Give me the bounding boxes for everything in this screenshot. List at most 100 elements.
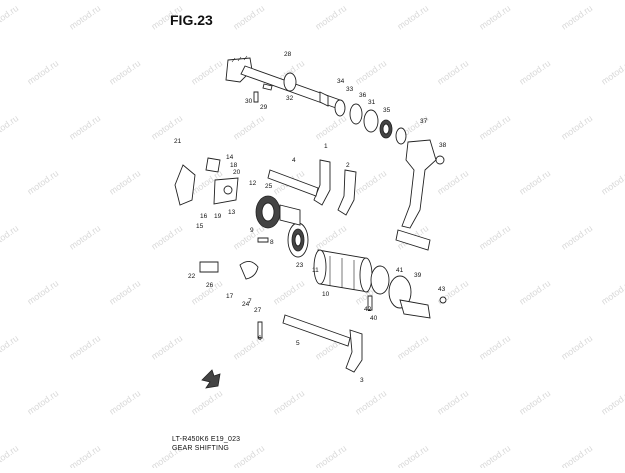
callout-33: 33 bbox=[346, 86, 354, 93]
watermark-text: motod.ru bbox=[477, 223, 512, 252]
watermark-text: motod.ru bbox=[477, 443, 512, 468]
watermark-text: motod.ru bbox=[149, 333, 184, 362]
watermark-text: motod.ru bbox=[107, 168, 142, 197]
callout-25: 25 bbox=[265, 183, 273, 190]
gearshift-cam-drum bbox=[313, 249, 373, 293]
callout-13: 13 bbox=[228, 209, 236, 216]
callout-26: 26 bbox=[206, 282, 214, 289]
callout-24: 24 bbox=[242, 301, 250, 308]
watermark-text: motod.ru bbox=[559, 3, 594, 32]
callout-22: 22 bbox=[188, 273, 196, 280]
watermark-text: motod.ru bbox=[107, 278, 142, 307]
callout-34: 34 bbox=[337, 78, 345, 85]
watermark-text: motod.ru bbox=[25, 58, 60, 87]
watermark-text: motod.ru bbox=[0, 3, 20, 32]
watermark-text: motod.ru bbox=[231, 113, 266, 142]
diagram-caption: GEAR SHIFTING bbox=[172, 445, 230, 452]
watermark-text: motod.ru bbox=[231, 3, 266, 32]
callout-29: 29 bbox=[260, 104, 268, 111]
watermark-text: motod.ru bbox=[599, 168, 625, 197]
callout-23: 23 bbox=[296, 262, 304, 269]
cam-drum-bearing bbox=[287, 222, 309, 258]
callout-35: 35 bbox=[383, 107, 391, 114]
watermark-text: motod.ru bbox=[67, 113, 102, 142]
watermark-text: motod.ru bbox=[395, 443, 430, 468]
callout-number-layer: 1234567891011121314151617181920212223242… bbox=[174, 51, 447, 384]
watermark-text: motod.ru bbox=[271, 278, 306, 307]
watermark-text: motod.ru bbox=[271, 388, 306, 417]
watermark-text: motod.ru bbox=[25, 168, 60, 197]
callout-21: 21 bbox=[174, 138, 182, 145]
callout-6: 6 bbox=[258, 335, 262, 342]
callout-10: 10 bbox=[322, 291, 330, 298]
watermark-text: motod.ru bbox=[67, 3, 102, 32]
callout-36: 36 bbox=[359, 92, 367, 99]
shift-forks bbox=[313, 159, 363, 373]
figure-title: FIG.23 bbox=[170, 12, 213, 28]
watermark-text: motod.ru bbox=[25, 278, 60, 307]
callout-16: 16 bbox=[200, 213, 208, 220]
watermark-text: motod.ru bbox=[353, 168, 388, 197]
watermark-text: motod.ru bbox=[435, 388, 470, 417]
watermark-text: motod.ru bbox=[353, 58, 388, 87]
pins-and-bolts bbox=[253, 83, 373, 339]
watermark-text: motod.ru bbox=[149, 223, 184, 252]
callout-15: 15 bbox=[196, 223, 204, 230]
cam-driven-gear bbox=[255, 195, 301, 229]
watermark-text: motod.ru bbox=[0, 333, 20, 362]
watermark-text: motod.ru bbox=[517, 388, 552, 417]
callout-4: 4 bbox=[292, 157, 296, 164]
callout-2: 2 bbox=[346, 162, 350, 169]
callout-20: 20 bbox=[233, 169, 241, 176]
watermark-text: motod.ru bbox=[477, 333, 512, 362]
callout-32: 32 bbox=[286, 95, 294, 102]
callout-11: 11 bbox=[312, 267, 319, 274]
callout-9: 9 bbox=[250, 227, 254, 234]
watermark-text: motod.ru bbox=[313, 3, 348, 32]
watermark-text: motod.ru bbox=[189, 58, 224, 87]
watermark-text: motod.ru bbox=[0, 443, 20, 468]
gear-shift-lever bbox=[395, 139, 445, 251]
callout-28: 28 bbox=[284, 51, 292, 58]
callout-27: 27 bbox=[254, 307, 262, 314]
callout-19: 19 bbox=[214, 213, 222, 220]
watermark-text: motod.ru bbox=[107, 58, 142, 87]
model-code-label: LT-R450K6 E19_023 bbox=[172, 436, 241, 443]
cam-stopper-cluster bbox=[174, 157, 259, 280]
callout-31: 31 bbox=[368, 99, 376, 106]
callout-38: 38 bbox=[439, 142, 447, 149]
watermark-text: motod.ru bbox=[313, 443, 348, 468]
watermark-text: motod.ru bbox=[477, 3, 512, 32]
callout-17: 17 bbox=[226, 293, 234, 300]
watermark-text: motod.ru bbox=[25, 388, 60, 417]
watermark-text: motod.ru bbox=[435, 168, 470, 197]
front-direction-arrow-icon bbox=[201, 369, 221, 389]
callout-7: 7 bbox=[248, 298, 252, 305]
callout-30: 30 bbox=[245, 98, 253, 105]
fork-shafts bbox=[267, 169, 351, 347]
watermark-text: motod.ru bbox=[353, 388, 388, 417]
callout-40: 40 bbox=[370, 315, 378, 322]
watermark-text: motod.ru bbox=[559, 333, 594, 362]
callout-1: 1 bbox=[324, 143, 328, 150]
callout-18: 18 bbox=[230, 162, 238, 169]
watermark-text: motod.ru bbox=[67, 443, 102, 468]
callout-3: 3 bbox=[360, 377, 364, 384]
watermark-text: motod.ru bbox=[189, 388, 224, 417]
seal-washer-row bbox=[334, 99, 407, 145]
shift-arm-assembly bbox=[370, 265, 447, 319]
watermark-text: motod.ru bbox=[67, 333, 102, 362]
watermark-text: motod.ru bbox=[599, 388, 625, 417]
watermark-text: motod.ru bbox=[395, 333, 430, 362]
watermark-text: motod.ru bbox=[67, 223, 102, 252]
watermark-text: motod.ru bbox=[559, 223, 594, 252]
callout-39: 39 bbox=[414, 272, 422, 279]
watermark-text: motod.ru bbox=[435, 58, 470, 87]
callout-37: 37 bbox=[420, 118, 428, 125]
watermark-text: motod.ru bbox=[517, 278, 552, 307]
watermark-text: motod.ru bbox=[107, 388, 142, 417]
shift-shaft-assembly bbox=[225, 55, 341, 109]
